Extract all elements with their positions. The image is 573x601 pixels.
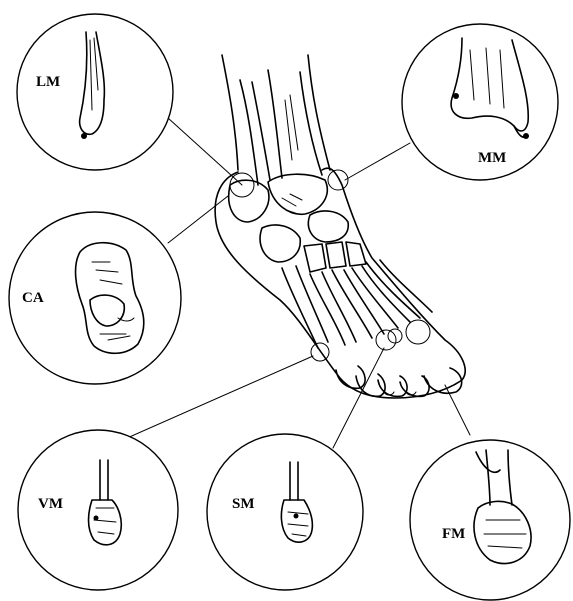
label-vm: VM	[38, 496, 63, 512]
talus	[268, 174, 327, 214]
talus-hatching	[282, 194, 302, 214]
toenails	[384, 392, 416, 395]
connector-sm	[333, 348, 384, 448]
metatarsal-1b	[380, 260, 432, 312]
circle-vm: VM	[18, 430, 178, 590]
navicular	[308, 211, 348, 242]
circle-lm-border	[17, 14, 173, 170]
cuneiform-medial	[346, 242, 366, 266]
circle-sm: SM	[207, 434, 363, 590]
tibia-lateral	[268, 70, 282, 178]
label-mm: MM	[478, 150, 506, 166]
joint-sm	[376, 330, 396, 350]
label-ca: CA	[22, 290, 44, 306]
circle-ca: CA	[9, 212, 181, 384]
circle-lm: LM	[17, 14, 173, 170]
toe-5	[336, 366, 365, 388]
cuneiform-lateral	[304, 244, 326, 272]
circle-mm: MM	[402, 24, 558, 180]
cuneiform-intermediate	[326, 242, 346, 268]
label-lm: LM	[36, 74, 60, 90]
calcaneus	[229, 180, 269, 222]
metatarsal-1a	[366, 262, 420, 318]
joint-fm-1	[406, 320, 430, 344]
foot-outline	[215, 168, 465, 398]
cuboid	[260, 225, 300, 262]
connector-mm	[345, 143, 410, 180]
tibia-hatching	[285, 95, 298, 160]
label-sm: SM	[232, 496, 255, 512]
leg-outline-left	[222, 55, 238, 170]
leg-outline-right	[308, 55, 330, 170]
connector-ca	[168, 196, 228, 243]
label-fm: FM	[442, 526, 465, 542]
circle-sm-border	[207, 434, 363, 590]
circle-fm: FM	[410, 440, 570, 600]
joint-vm	[311, 343, 329, 361]
